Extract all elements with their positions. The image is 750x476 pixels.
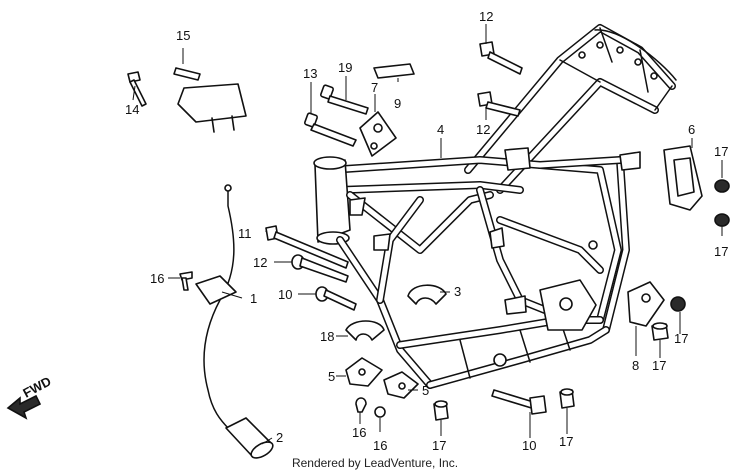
clamp-3 xyxy=(407,284,447,305)
callout-6: 6 xyxy=(688,122,695,137)
callout-17-right-upper: 17 xyxy=(714,144,728,159)
leader-lines xyxy=(132,24,723,445)
callout-15-left: 14 xyxy=(125,102,139,117)
callout-16-right: 17 xyxy=(674,331,688,346)
callout-19: 19 xyxy=(338,60,352,75)
callout-17-bottom-left: 17 xyxy=(432,438,446,453)
callout-5-left: 5 xyxy=(328,369,335,384)
callout-14: 16 xyxy=(150,271,164,286)
callout-1: 1 xyxy=(250,291,257,306)
bracket-8 xyxy=(627,281,665,327)
callout-9: 9 xyxy=(394,96,401,111)
callout-17-right-lower: 17 xyxy=(714,244,728,259)
bolt-12-top xyxy=(479,41,523,75)
frame-assembly xyxy=(313,24,677,389)
callout-5-right: 5 xyxy=(422,383,429,398)
callout-16-left: 16 xyxy=(352,425,366,440)
callout-13: 13 xyxy=(303,66,317,81)
bolt-13 xyxy=(304,112,357,147)
clamp-18 xyxy=(345,320,385,341)
bracket-6 xyxy=(663,145,703,211)
callout-2: 2 xyxy=(276,430,283,445)
clip-16-left xyxy=(355,397,367,413)
bolt-15-upper xyxy=(173,67,201,81)
credit-text: Rendered by LeadVenture, Inc. xyxy=(291,456,459,470)
callout-12-top: 12 xyxy=(479,9,493,24)
collar-16-right xyxy=(670,296,686,312)
fwd-arrow-icon: FWD xyxy=(6,374,54,420)
callout-11: 11 xyxy=(238,226,252,241)
nut-17-right-bottom xyxy=(651,322,669,341)
callout-4: 4 xyxy=(437,122,444,137)
bolt-11 xyxy=(265,225,349,269)
bolt-12-mid xyxy=(477,91,521,117)
bolt-12-left xyxy=(291,254,349,283)
callout-17-bottom-right: 17 xyxy=(559,434,573,449)
callout-10-left: 10 xyxy=(278,287,292,302)
nut-17-right-upper xyxy=(714,179,730,193)
nut-17-right-lower xyxy=(714,213,730,227)
callout-18: 18 xyxy=(320,329,334,344)
end-fitting-2 xyxy=(225,417,274,459)
callout-10-bottom: 10 xyxy=(522,438,536,453)
bolt-10-bottom xyxy=(491,389,547,415)
nut-17-bottom-right xyxy=(559,388,575,409)
nut-17-bottom-left xyxy=(433,400,449,421)
callout-12-mid: 12 xyxy=(476,122,490,137)
callout-16-mid: 16 xyxy=(373,438,387,453)
plate-9 xyxy=(373,63,415,79)
callout-7: 7 xyxy=(371,80,378,95)
cable-1 xyxy=(195,184,237,431)
callout-15-upper: 15 xyxy=(176,28,190,43)
clip-16-right xyxy=(374,406,386,418)
bolt-19 xyxy=(320,84,369,115)
callout-labels: 15 14 12 19 13 7 9 12 4 6 17 17 11 12 10… xyxy=(125,9,728,453)
bolt-15-left xyxy=(127,71,147,107)
bolt-10-left xyxy=(315,286,357,311)
bracket-7 xyxy=(359,111,397,157)
box-component xyxy=(177,83,247,133)
callout-3: 3 xyxy=(454,284,461,299)
callout-17-right-bottom: 17 xyxy=(652,358,666,373)
callout-12-left: 12 xyxy=(253,255,267,270)
bolt-14 xyxy=(179,271,193,291)
plate-5-left xyxy=(345,357,383,387)
callout-8: 8 xyxy=(632,358,639,373)
plate-5-right xyxy=(383,371,419,399)
